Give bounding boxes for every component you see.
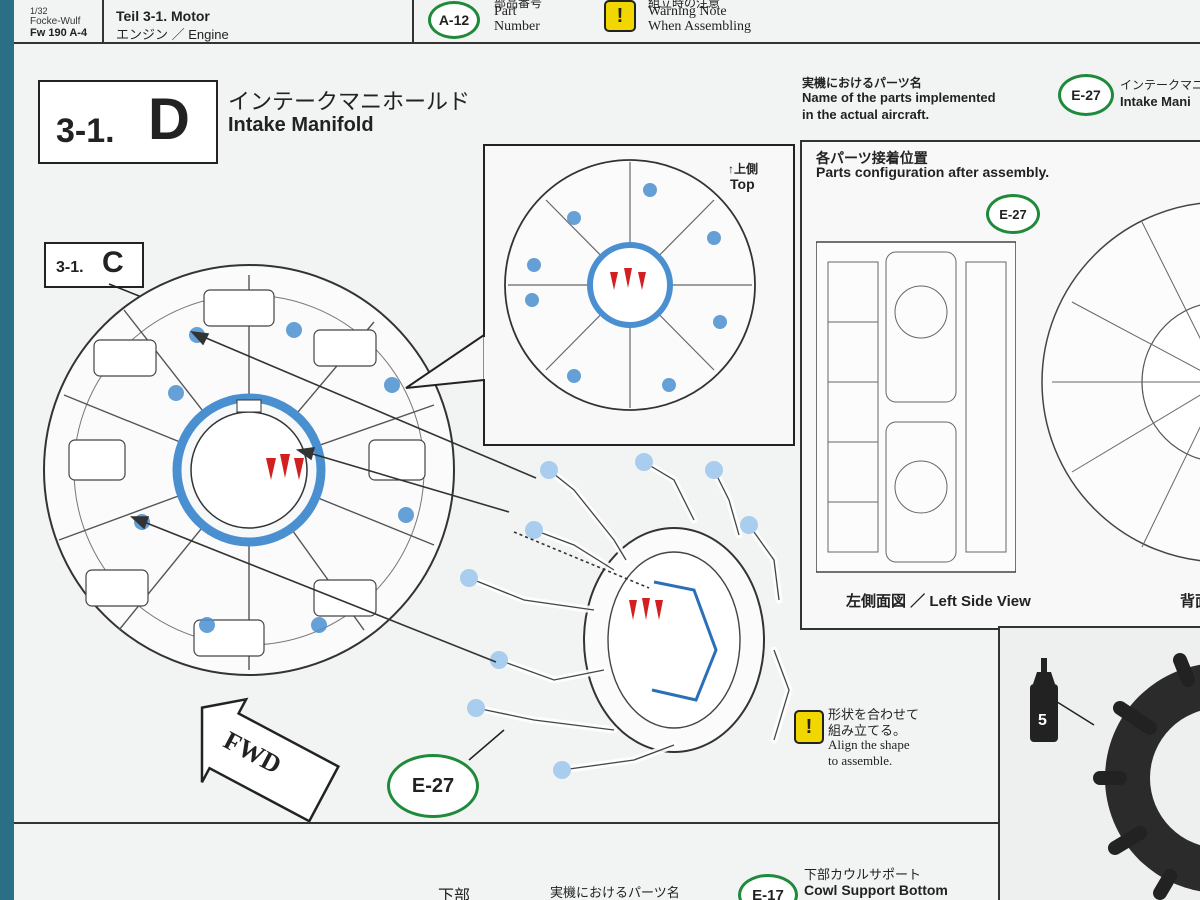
assembly-arrows xyxy=(129,330,650,663)
paint-number: 5 xyxy=(1038,712,1047,729)
bottom-name-en: Cowl Support Bottom xyxy=(804,882,948,898)
step-box: 3-1. D xyxy=(38,80,218,164)
top-label-jp: ↑上側 xyxy=(728,162,759,176)
rear-view-label: 背面 xyxy=(1180,593,1200,610)
side-view-drawing xyxy=(816,241,1016,573)
left-side-view-label: 左側面図 ／ Left Side View xyxy=(846,593,1031,610)
bottom-box: 下部 実機におけるパーツ名 xyxy=(14,822,1000,900)
step-number: 3-1. xyxy=(56,112,115,150)
top-label-en: Top xyxy=(730,176,755,192)
instruction-sheet: 1/32 Focke-Wulf Fw 190 A-4 Teil 3-1. Mot… xyxy=(14,0,1200,900)
bottom-implemented-jp: 実機におけるパーツ名 xyxy=(550,885,680,900)
legend-part-badge: A-12 xyxy=(428,1,480,39)
config-badge: E-27 xyxy=(986,194,1040,234)
header-bar: 1/32 Focke-Wulf Fw 190 A-4 Teil 3-1. Mot… xyxy=(14,0,1200,44)
implemented-badge: E-27 xyxy=(1058,74,1114,116)
implemented-name-en: Intake Mani xyxy=(1120,94,1191,109)
legend-warning-icon: ! xyxy=(604,0,636,32)
top-view-callout xyxy=(405,144,795,446)
align-jp-2: 組み立てる。 xyxy=(828,723,907,738)
step-title-jp: インテークマニホールド xyxy=(228,89,471,114)
bottom-jp-left: 下部 xyxy=(438,888,471,900)
implemented-jp: 実機におけるパーツ名 xyxy=(802,76,922,90)
radial-engine-left xyxy=(43,264,455,676)
align-en-2: to assemble. xyxy=(828,753,893,768)
model-label: Fw 190 A-4 xyxy=(30,27,88,39)
config-panel: 各パーツ接着位置 Parts configuration after assem… xyxy=(800,140,1200,630)
scale-label: 1/32 xyxy=(30,6,48,16)
fwd-arrow xyxy=(200,697,341,823)
manifold-photo xyxy=(1093,653,1200,900)
ref-step-number: 3-1. xyxy=(56,259,84,276)
config-jp: 各パーツ接着位置 xyxy=(816,150,928,166)
section-title: Teil 3-1. Motor xyxy=(116,8,210,24)
step-letter: D xyxy=(148,87,190,152)
legend-part-line1: Part xyxy=(494,4,517,19)
part-leader-line xyxy=(468,729,505,761)
intake-manifold-part xyxy=(460,453,793,779)
step-title-en: Intake Manifold xyxy=(228,114,374,136)
implemented-line2: in the actual aircraft. xyxy=(802,107,930,122)
bottom-name-jp: 下部カウルサポート xyxy=(804,867,922,882)
align-jp-1: 形状を合わせて xyxy=(828,707,920,722)
maker-label: Focke-Wulf xyxy=(30,16,81,27)
implemented-line1: Name of the parts implemented xyxy=(802,90,996,105)
rear-view-drawing xyxy=(1041,202,1200,562)
legend-part-jp: 部品番号 xyxy=(494,0,543,10)
legend-warn-line2: When Assembling xyxy=(648,19,752,34)
ref-step-box: 3-1. C xyxy=(44,242,144,288)
section-subtitle: エンジン ／ Engine xyxy=(116,27,229,42)
model-cell: 1/32 Focke-Wulf Fw 190 A-4 xyxy=(14,0,104,42)
align-warning-icon: ! xyxy=(794,710,824,744)
section-cell: Teil 3-1. Motor エンジン ／ Engine xyxy=(102,0,414,42)
implemented-name-jp: インテークマニ xyxy=(1120,78,1200,92)
legend-warn-jp: 組立時の注意 xyxy=(648,0,721,10)
legend-part-line2: Number xyxy=(494,19,540,34)
ref-step-letter: C xyxy=(102,246,124,279)
align-en-1: Align the shape xyxy=(828,737,910,752)
paint-panel: 5 xyxy=(998,626,1200,900)
legend-warn-line1: Warning Note xyxy=(648,4,727,19)
part-badge-e27: E-27 xyxy=(387,754,479,818)
config-en: Parts configuration after assembly. xyxy=(816,164,1050,180)
assembly-drawing xyxy=(43,144,795,823)
paint-bottle-icon xyxy=(1030,658,1058,742)
paint-leader-line xyxy=(1053,699,1095,726)
